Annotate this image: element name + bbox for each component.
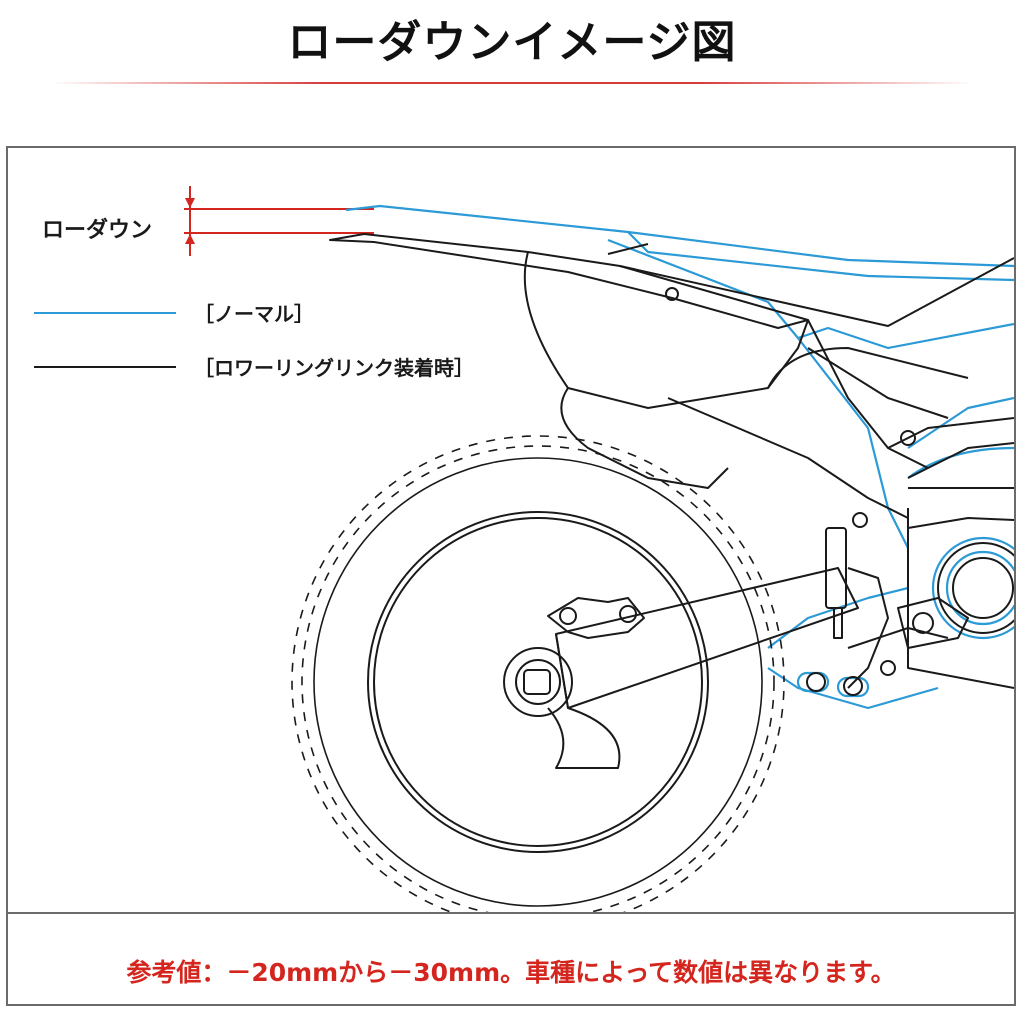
rear-tire [313,457,763,907]
title-underline [50,82,974,84]
rear-fender [329,233,809,329]
lowdown-dimension-marker [184,186,374,256]
lowdown-label: ローダウン [42,218,153,243]
diagram-frame: ローダウン ［ノーマル］ ［ロワーリングリンク装着時］ 参考値：－20mmから－… [6,146,1016,1006]
side-panel [523,251,809,409]
legend-normal-label: ［ノーマル］ [194,302,314,326]
rear-axle [503,647,573,717]
normal-outline [345,204,1014,710]
motorcycle-rear-diagram [34,186,1014,912]
rear-rim [367,511,709,853]
legend-lowering-label: ［ロワーリングリンク装着時］ [194,356,474,380]
page-title: ローダウンイメージ図 [287,17,737,68]
caption-divider [8,912,1014,914]
reference-note: 参考値：－20mmから－30mm。車種によって数値は異なります。 [126,958,896,987]
lowered-outline [291,233,1014,912]
engine-cover [937,542,1014,634]
